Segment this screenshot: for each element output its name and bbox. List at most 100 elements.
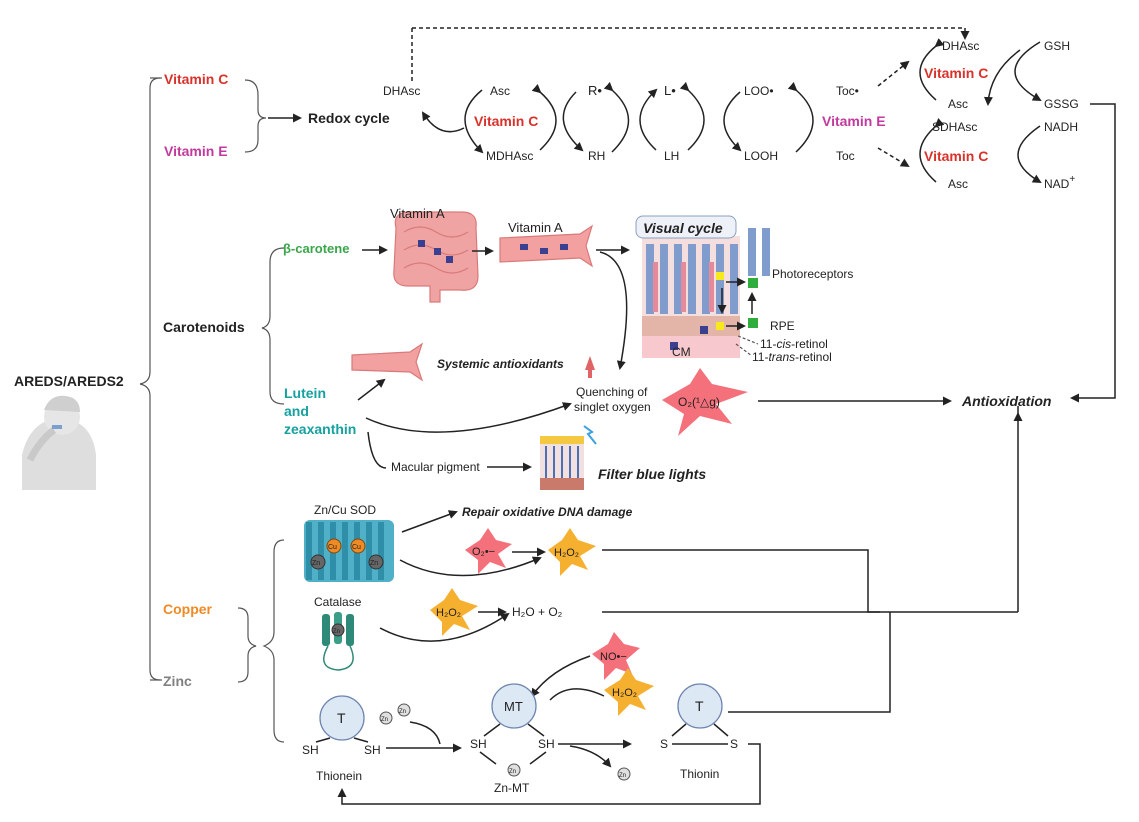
right-dhasc: DHAsc	[942, 39, 979, 53]
thionein-sh-2: SH	[364, 743, 381, 757]
zn-ion-icon-3	[331, 623, 345, 637]
redox-dhasc: DHAsc	[383, 84, 420, 98]
macular-pigment-filter-icon	[540, 425, 597, 490]
visual-cycle-label: Visual cycle	[643, 220, 723, 236]
redox-cycle-label: Redox cycle	[308, 110, 390, 126]
right-nadh: NADH	[1044, 120, 1078, 134]
rpe-label: RPE	[770, 319, 795, 333]
zn-ion-label-4: Zn	[381, 717, 388, 723]
redox-rh: RH	[588, 149, 605, 163]
zn-ion-label-6: Zn	[509, 769, 516, 775]
zn-ion-icon-6	[507, 763, 521, 777]
cis-retinol-label: 11-cis-retinol	[760, 337, 828, 351]
main-brace	[139, 77, 161, 681]
vitamin-c-label: Vitamin C	[164, 71, 228, 87]
blood-vessel-icon-2	[351, 342, 424, 382]
right-vitamin-c-2: Vitamin C	[924, 148, 988, 164]
redox-lh: LH	[664, 149, 679, 163]
right-asc-2: Asc	[948, 177, 968, 191]
beta-carotene-label: β-carotene	[283, 241, 349, 256]
catalase-label: Catalase	[314, 595, 362, 609]
lutein-label-1: Lutein	[284, 385, 326, 401]
antioxidation-label: Antioxidation	[961, 393, 1051, 409]
zn-ion-icon-1	[310, 554, 326, 570]
thionein-sh-1: SH	[302, 743, 319, 757]
h2o2-label-2: H₂O₂	[436, 607, 461, 619]
h2o2-label-1: H₂O₂	[554, 547, 579, 559]
zn-mt-label: Zn-MT	[494, 781, 530, 795]
cu-ion-icon-2	[350, 538, 366, 554]
catalase-protein-icon	[322, 612, 354, 671]
zn-ion-icon-4	[379, 711, 393, 725]
sod-label: Zn/Cu SOD	[314, 503, 376, 517]
zn-ion-icon-7	[617, 767, 631, 781]
thionin-s-2: S	[730, 737, 738, 751]
right-sdhasc: SDHAsc	[932, 120, 977, 134]
right-vitamin-c-1: Vitamin C	[924, 65, 988, 81]
mt-label: MT	[504, 699, 523, 714]
root-label: AREDS/AREDS2	[14, 373, 124, 389]
trans-retinol-label: 11-trans-retinol	[752, 350, 832, 364]
right-gsh: GSH	[1044, 39, 1070, 53]
redox-r-radical: R•	[588, 83, 602, 98]
singlet-oxygen-star	[662, 368, 748, 436]
cu-ion-icon-1	[326, 538, 342, 554]
repair-dna-label: Repair oxidative DNA damage	[462, 505, 633, 519]
thionein-t: T	[337, 710, 346, 726]
h2o2-star-1	[548, 528, 596, 576]
thionein-node	[319, 695, 365, 741]
thionin-s-1: S	[660, 737, 668, 751]
vitamin-e-label: Vitamin E	[164, 143, 228, 159]
zn-ion-icon-5	[397, 703, 411, 717]
photoreceptor-tops-icon	[748, 228, 770, 276]
zn-ion-icon-2	[368, 554, 384, 570]
redox-loo-radical: LOO•	[744, 84, 774, 98]
zinc-label: Zinc	[163, 673, 192, 689]
cm-label: CM	[672, 345, 691, 359]
systemic-antioxidants-label: Systemic antioxidants	[437, 357, 564, 371]
retina-icon	[642, 236, 758, 358]
sod-protein-icon	[304, 520, 394, 582]
photoreceptors-label: Photoreceptors	[772, 267, 853, 281]
quenching-label-1: Quenching of	[576, 385, 648, 399]
cu-ion-label-1: Cu	[328, 544, 337, 551]
blood-vessel-icon-1	[499, 224, 594, 268]
right-nad: NAD+	[1044, 174, 1075, 191]
superoxide-label: O₂•−	[472, 546, 495, 558]
thionin-node	[677, 683, 723, 729]
mt-sh-1: SH	[470, 737, 487, 751]
redox-mdhasc: MDHAsc	[486, 149, 533, 163]
zn-ion-label-2: Zn	[370, 560, 378, 567]
mt-sh-2: SH	[538, 737, 555, 751]
carotenoids-brace	[261, 247, 285, 405]
redox-vitamin-e: Vitamin E	[822, 113, 886, 129]
superoxide-star	[465, 528, 512, 574]
thionin-t: T	[695, 698, 704, 714]
vitamin-a-label-1: Vitamin A	[390, 206, 445, 221]
redox-vitamin-c: Vitamin C	[474, 113, 538, 129]
no-radical-label: NO•−	[600, 651, 627, 663]
zn-ion-label-7: Zn	[619, 773, 626, 779]
mineral-functions-brace	[262, 539, 285, 743]
redox-looh: LOOH	[744, 149, 778, 163]
singlet-oxygen-label: O₂(¹△g)	[678, 395, 720, 409]
h2o2-label-3: H₂O₂	[612, 687, 637, 699]
right-gssg: GSSG	[1044, 97, 1079, 111]
metallothionein-node	[491, 683, 537, 729]
quenching-label-2: singlet oxygen	[574, 400, 651, 414]
cu-ion-label-2: Cu	[352, 544, 361, 551]
macular-pigment-label: Macular pigment	[391, 460, 480, 474]
carotenoids-label: Carotenoids	[163, 319, 245, 335]
vitamin-a-label-2: Vitamin A	[508, 220, 563, 235]
minerals-brace	[237, 607, 257, 683]
copper-label: Copper	[163, 601, 213, 617]
up-arrow-icon	[585, 356, 595, 378]
h2o2-star-2	[430, 588, 478, 636]
h2o2-star-3	[604, 668, 654, 716]
water-oxygen-label: H₂O + O₂	[512, 605, 563, 619]
zn-ion-label-3: Zn	[333, 629, 340, 635]
thionin-label: Thionin	[680, 767, 719, 781]
vitamins-brace	[244, 79, 267, 153]
